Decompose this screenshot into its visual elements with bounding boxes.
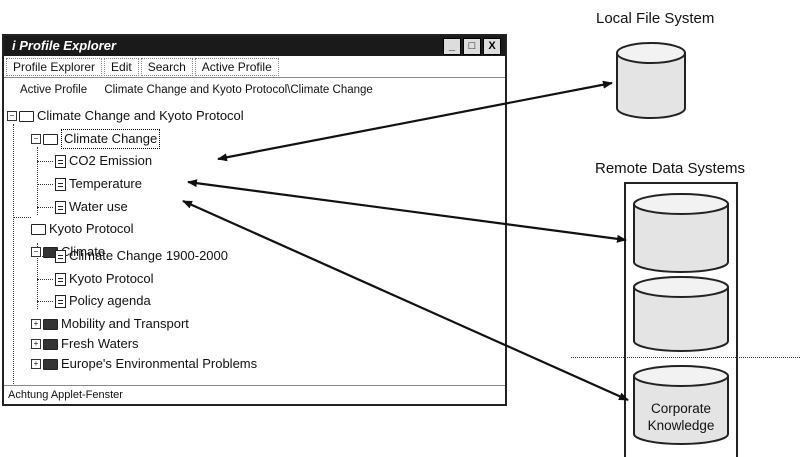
document-icon xyxy=(55,272,66,286)
separator-line xyxy=(571,357,800,358)
tree-line xyxy=(37,147,38,215)
menu-edit[interactable]: Edit xyxy=(104,58,139,76)
tree-node-label: Mobility and Transport xyxy=(61,316,189,331)
document-icon xyxy=(55,249,66,263)
remote-database-icon xyxy=(633,276,729,352)
local-file-system-title: Local File System xyxy=(596,10,715,27)
close-button[interactable]: X xyxy=(483,38,501,55)
menu-active-profile[interactable]: Active Profile xyxy=(194,58,279,76)
tree-line xyxy=(37,207,53,208)
collapse-icon[interactable]: − xyxy=(31,134,41,144)
tree-node-label: Temperature xyxy=(69,176,142,191)
folder-icon xyxy=(31,223,46,235)
arrow-temperature-to-remote xyxy=(187,179,627,243)
tree-node-temperature[interactable]: Temperature xyxy=(55,175,142,193)
remote-data-systems-title: Remote Data Systems xyxy=(595,160,746,177)
corporate-knowledge-label: Corporate Knowledge xyxy=(634,400,728,434)
tree-node-label: Kyoto Protocol xyxy=(49,221,134,236)
document-icon xyxy=(55,294,66,308)
expand-icon[interactable]: + xyxy=(31,339,41,349)
tree-node-mobility[interactable]: + Mobility and Transport xyxy=(31,315,189,333)
tree-node-climate[interactable]: − Climate xyxy=(31,243,105,261)
tree-node-label: Climate Change xyxy=(61,129,161,149)
window-title: i Profile Explorer xyxy=(12,38,117,53)
folder-icon xyxy=(43,318,58,330)
tree-node-label: Water use xyxy=(69,199,128,214)
folder-icon xyxy=(43,338,58,350)
active-profile-label: Active Profile xyxy=(20,84,88,96)
corporate-label-line2: Knowledge xyxy=(647,418,715,433)
open-folder-icon xyxy=(19,110,34,122)
collapse-icon[interactable]: − xyxy=(7,111,17,121)
corporate-database-icon xyxy=(633,365,729,445)
tree-node-label: Climate Change and Kyoto Protocol xyxy=(37,108,244,123)
remote-database-icon xyxy=(633,193,729,273)
document-icon xyxy=(55,200,66,214)
expand-icon[interactable]: + xyxy=(31,319,41,329)
tree-line xyxy=(13,124,14,386)
minimize-button[interactable]: _ xyxy=(443,38,461,55)
open-folder-icon xyxy=(43,133,58,145)
tree-line xyxy=(37,184,53,185)
tree-node-kyoto-protocol-2[interactable]: Kyoto Protocol xyxy=(55,270,154,288)
expand-icon[interactable]: + xyxy=(31,359,41,369)
tree-node-label: Fresh Waters xyxy=(61,336,139,351)
tree-node-label: Kyoto Protocol xyxy=(69,271,154,286)
tree-node-label: Climate xyxy=(61,244,106,259)
document-icon xyxy=(55,154,66,168)
tree-line xyxy=(37,243,38,309)
tree-node-fresh-waters[interactable]: + Fresh Waters xyxy=(31,335,139,353)
tree-node-root[interactable]: − Climate Change and Kyoto Protocol xyxy=(7,107,244,125)
tree-line xyxy=(37,161,53,162)
window-controls: _ □ X xyxy=(443,38,501,55)
tree-line xyxy=(37,279,53,280)
folder-icon xyxy=(43,358,58,370)
corporate-label-line1: Corporate xyxy=(650,401,712,416)
document-icon xyxy=(55,177,66,191)
menu-search[interactable]: Search xyxy=(140,58,193,76)
tree-line xyxy=(37,301,53,302)
tree-node-policy-agenda[interactable]: Policy agenda xyxy=(55,292,151,310)
tree-node-co2-emission[interactable]: CO2 Emission xyxy=(55,152,152,170)
tree-line xyxy=(13,217,31,218)
tree-node-kyoto-protocol[interactable]: Kyoto Protocol xyxy=(31,220,134,238)
menu-profile-explorer[interactable]: Profile Explorer xyxy=(6,58,103,76)
window-titlebar[interactable]: i Profile Explorer _ □ X xyxy=(4,36,505,56)
tree-node-water-use[interactable]: Water use xyxy=(55,198,128,216)
arrow-co2-to-local xyxy=(217,80,613,162)
tree-node-label: CO2 Emission xyxy=(69,153,153,168)
maximize-button[interactable]: □ xyxy=(463,38,481,55)
tree-node-climate-change[interactable]: − Climate Change xyxy=(31,129,161,149)
local-database-icon xyxy=(616,42,686,119)
collapse-icon[interactable]: − xyxy=(31,247,41,257)
tree-node-label: Policy agenda xyxy=(69,293,151,308)
arrow-water-to-corporate xyxy=(182,199,629,402)
